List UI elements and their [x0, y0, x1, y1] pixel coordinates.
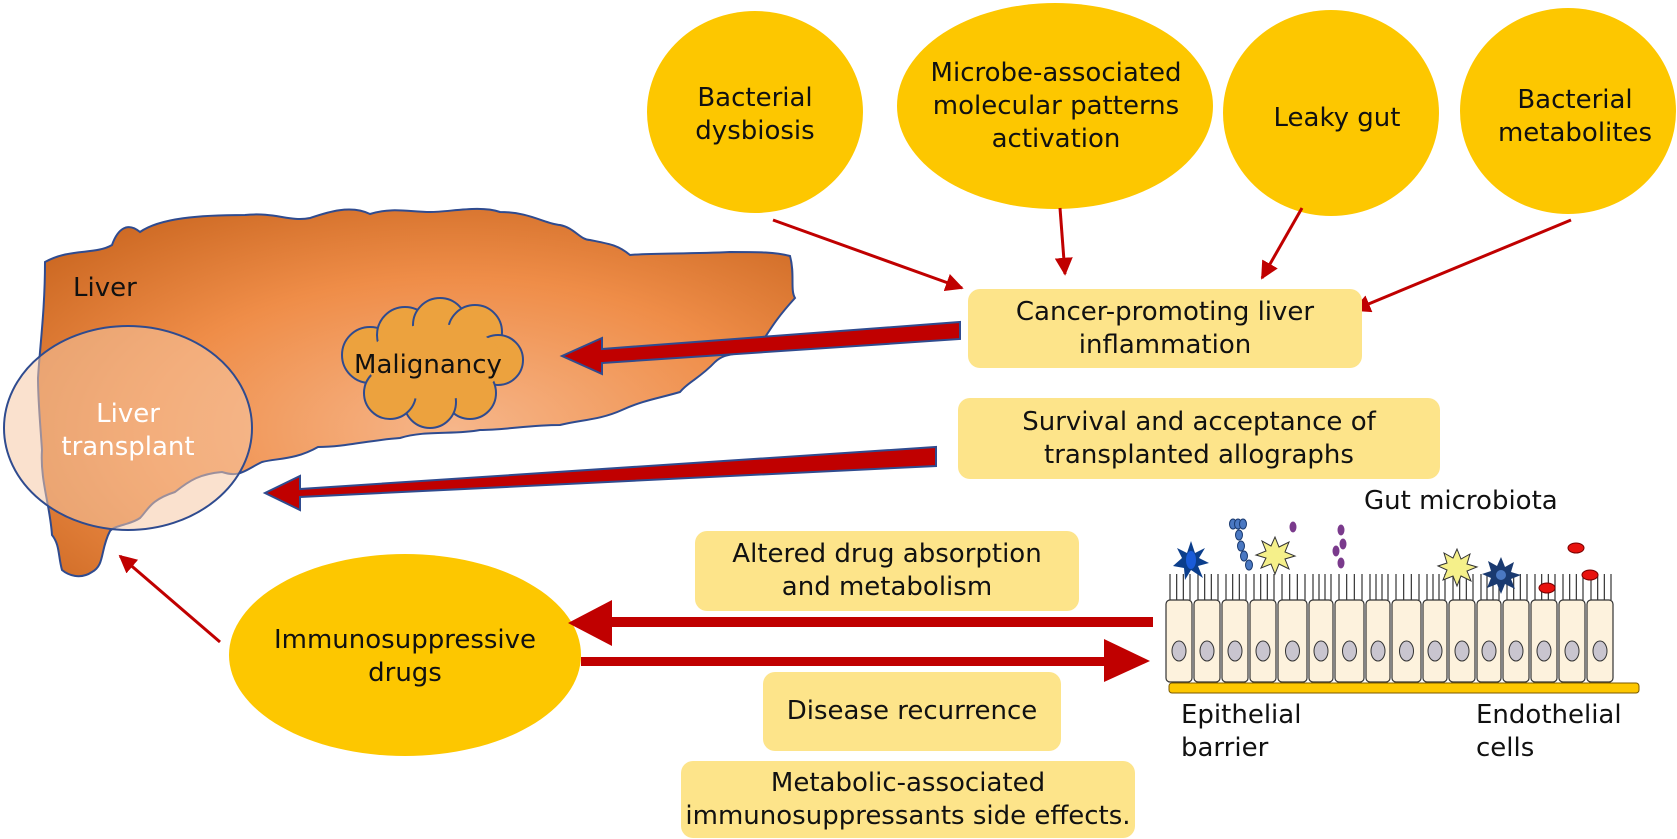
inflammation-box: Cancer-promoting liver inflammation: [968, 289, 1362, 368]
cell-nucleus: [1370, 640, 1386, 662]
drugs-ellipse: [229, 554, 581, 756]
epithelial-barrier-label: Epithelial barrier: [1181, 700, 1302, 763]
transplant-ellipse: [3, 325, 253, 531]
epithelial-cells: [1165, 599, 1614, 683]
arrow-dysbiosis-to-inflammation: [772, 218, 964, 291]
arrow-metabolites-to-inflammation: [1352, 218, 1572, 313]
drugs-label: Immunosuppressive drugs: [273, 625, 537, 688]
transplant-label: Liver transplant: [61, 399, 195, 462]
cell-nucleus: [1427, 640, 1443, 662]
cell-nucleus: [1536, 640, 1552, 662]
cell-nucleus: [1454, 640, 1470, 662]
liver-label: Liver: [73, 273, 137, 303]
malignancy-cloud: [341, 297, 524, 429]
cell-nucleus: [1564, 640, 1580, 662]
arrow-leaky-gut-to-inflammation: [1260, 207, 1304, 280]
cell-nucleus: [1592, 640, 1608, 662]
cell-nucleus: [1285, 640, 1300, 662]
arrow-mamp-to-inflammation: [1054, 207, 1073, 276]
endothelial-cells-label: Endothelial cells: [1476, 700, 1622, 763]
arrow-drugs-to-liver: [118, 554, 221, 644]
cell-nucleus: [1481, 640, 1497, 662]
cell-nucleus: [1399, 640, 1414, 662]
cell-nucleus: [1255, 640, 1271, 662]
gut-microbiota-title: Gut microbiota: [1364, 486, 1558, 516]
factor-ellipse-metabolites: [1460, 8, 1676, 214]
cell-nucleus: [1313, 640, 1329, 662]
arrow-survival-to-transplant: [262, 445, 937, 512]
basement-barrier: [1168, 682, 1640, 694]
cell-nucleus: [1342, 640, 1357, 662]
factor-ellipse-leaky-gut: [1223, 10, 1439, 216]
cell-nucleus: [1227, 640, 1243, 662]
arrow-gut-to-drugs: [568, 600, 1153, 646]
survival-box: Survival and acceptance of transplanted …: [958, 398, 1440, 479]
cell-nucleus: [1199, 640, 1215, 662]
arrow-inflammation-to-liver: [559, 320, 961, 376]
arrow-drugs-to-gut: [581, 639, 1150, 682]
gut-microbes: [1173, 518, 1599, 594]
epithelial-cilia: [1169, 574, 1612, 600]
factor-ellipse-dysbiosis: [647, 11, 863, 213]
factor-label-mamp: Microbe-associated molecular patterns ac…: [930, 58, 1182, 154]
recurrence-box: Disease recurrence: [763, 672, 1061, 751]
factor-label-leaky-gut: Leaky gut: [1273, 102, 1401, 133]
malignancy-label: Malignancy: [354, 349, 502, 380]
factor-label-metabolites: Bacterial metabolites: [1497, 85, 1653, 148]
cell-nucleus: [1508, 640, 1524, 662]
absorption-box: Altered drug absorption and metabolism: [695, 531, 1079, 611]
cell-nucleus: [1171, 640, 1187, 662]
factor-ellipse-mamp: [897, 3, 1213, 209]
side-effects-box: Metabolic-associated immunosuppressants …: [681, 761, 1135, 838]
factor-label-dysbiosis: Bacterial dysbiosis: [695, 83, 815, 146]
